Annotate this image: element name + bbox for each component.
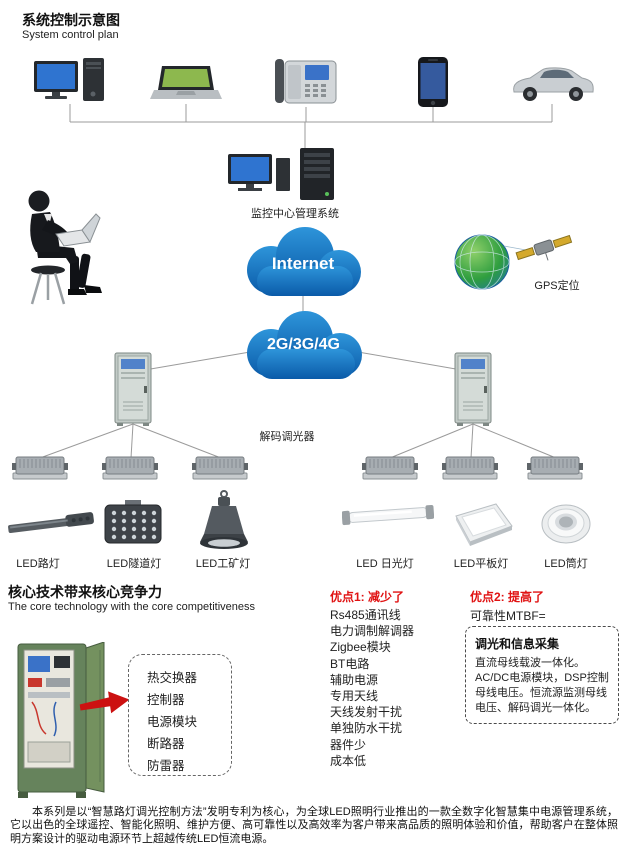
cabinet-parts-box: 热交换器 控制器 电源模块 断路器 防雷器 — [128, 654, 232, 776]
monitor-center-label: 监控中心管理系统 — [251, 208, 339, 220]
advantage2-title: 优点2: 提高了 — [470, 590, 545, 604]
ip-phone-icon — [275, 57, 337, 112]
led-tunnel-light-icon — [103, 500, 163, 551]
advantage1-item: 电力调制解调器 — [330, 624, 415, 639]
dimmer-driver-icon — [362, 454, 418, 487]
advantage1-item: 天线发射干扰 — [330, 705, 403, 720]
advantage2-reliability: 可靠性MTBF= — [470, 609, 546, 623]
cabinet-part: 电源模块 — [147, 715, 198, 729]
cabinet-part: 控制器 — [147, 693, 185, 707]
core-section-title: 核心技术带来核心竞争力 — [8, 584, 162, 600]
advantage1-item: 单独防水干扰 — [330, 721, 403, 736]
led-product-label: LED平板灯 — [453, 558, 509, 570]
control-cabinet-left-icon — [114, 352, 152, 431]
person-laptop-icon — [8, 186, 116, 313]
advantage1-item: 成本低 — [330, 753, 367, 768]
core-section-subtitle: The core technology with the core compet… — [8, 601, 256, 613]
control-cabinet-right-icon — [454, 352, 492, 431]
smartphone-icon — [418, 57, 448, 112]
advantage1-item: Zigbee模块 — [330, 640, 391, 655]
led-tube-light-icon — [341, 502, 435, 535]
page-title: 系统控制示意图 — [22, 12, 120, 28]
dimmer-driver-icon — [442, 454, 498, 487]
dimmer-driver-icon — [527, 454, 583, 487]
led-product-label: LED工矿灯 — [195, 558, 251, 570]
led-product-label: LED筒灯 — [544, 558, 588, 570]
dimmer-driver-icon — [192, 454, 248, 487]
cabinet-part: 断路器 — [147, 737, 185, 751]
advantage1-item: 器件少 — [330, 737, 367, 752]
gps-label: GPS定位 — [534, 280, 580, 292]
desktop-computer-icon — [34, 58, 106, 109]
dimming-info-box: 调光和信息采集 直流母线载波一体化。AC/DC电源模块，DSP控制母线电压。恒流… — [465, 626, 619, 724]
gps-globe-icon — [452, 228, 580, 297]
advantage1-list: Rs485通讯线 电力调制解调器 Zigbee模块 BT电路 辅助电源 专用天线… — [330, 607, 414, 769]
monitor-center-icon — [228, 148, 358, 208]
dimming-info-box-body: 直流母线载波一体化。AC/DC电源模块，DSP控制母线电压。恒流源监测母线电压、… — [475, 657, 609, 714]
led-downlight-icon — [540, 502, 592, 551]
dimming-info-box-title: 调光和信息采集 — [475, 637, 560, 651]
page-subtitle: System control plan — [22, 29, 119, 41]
car-icon — [508, 66, 596, 109]
led-highbay-light-icon — [198, 490, 250, 557]
advantage1-item: 辅助电源 — [330, 672, 379, 687]
led-product-label: LED隧道灯 — [106, 558, 162, 570]
red-arrow-icon — [78, 687, 132, 725]
led-product-label: LED 日光灯 — [356, 558, 414, 570]
green-cabinet-icon — [16, 641, 106, 807]
decoder-label: 解码调光器 — [259, 431, 315, 443]
led-product-label: LED路灯 — [16, 558, 60, 570]
network-cloud-icon: 2G/3G/4G — [231, 308, 376, 384]
internet-cloud-icon: Internet — [233, 224, 373, 302]
cabinet-part: 防雷器 — [147, 759, 185, 773]
advantage1-item: Rs485通讯线 — [330, 608, 401, 622]
advantage1-item: BT电路 — [330, 656, 370, 671]
cabinet-part: 热交换器 — [147, 671, 198, 685]
internet-label: Internet — [271, 254, 335, 273]
advantage1-title: 优点1: 减少了 — [330, 590, 405, 604]
footer-paragraph: 本系列是以“智慧路灯调光控制方法”发明专利为核心，为全球LED照明行业推出的一款… — [10, 806, 618, 845]
network-label: 2G/3G/4G — [267, 336, 340, 353]
dimmer-driver-icon — [102, 454, 158, 487]
led-panel-light-icon — [450, 500, 514, 553]
dimmer-driver-icon — [12, 454, 68, 487]
led-street-light-icon — [6, 502, 96, 547]
satellite-icon — [515, 234, 573, 261]
laptop-icon — [150, 66, 222, 109]
advantage1-item: 专用天线 — [330, 689, 379, 704]
